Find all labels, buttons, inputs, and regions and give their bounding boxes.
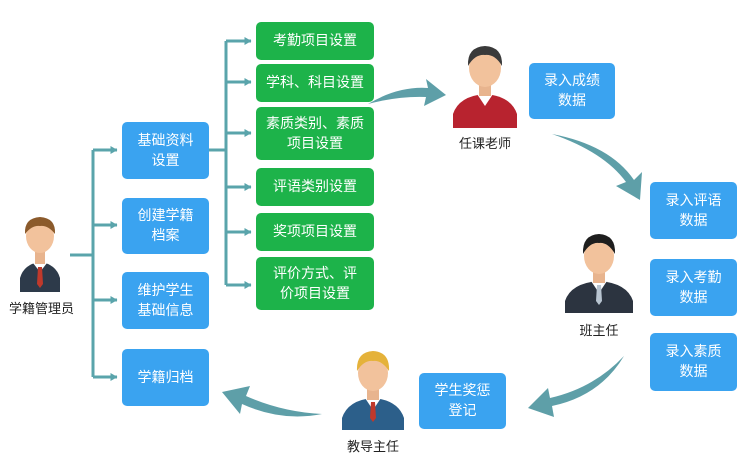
quality-setting-box[interactable]: 素质类别、素质 项目设置 — [256, 107, 374, 160]
attendance-setting-box[interactable]: 考勤项目设置 — [256, 22, 374, 60]
admin-label: 学籍管理员 — [8, 302, 74, 317]
create-record-box[interactable]: 创建学籍 档案 — [122, 198, 209, 254]
basic-data-setup-box[interactable]: 基础资料 设置 — [122, 122, 209, 179]
enter-comments-box[interactable]: 录入评语 数据 — [650, 182, 737, 239]
enter-scores-box[interactable]: 录入成绩 数据 — [529, 63, 615, 119]
maintain-info-box[interactable]: 维护学生 基础信息 — [122, 272, 209, 329]
enter-attendance-box[interactable]: 录入考勤 数据 — [650, 259, 737, 316]
record-archive-box[interactable]: 学籍归档 — [122, 349, 209, 406]
subject-teacher-label: 任课老师 — [458, 137, 511, 152]
evaluation-setting-box[interactable]: 评价方式、评 价项目设置 — [256, 257, 374, 310]
subject-teacher-avatar — [451, 42, 519, 130]
admin-avatar — [14, 212, 66, 294]
comment-category-box[interactable]: 评语类别设置 — [256, 168, 374, 206]
class-teacher-avatar — [563, 231, 635, 315]
dean-avatar — [340, 350, 406, 432]
subject-setting-box[interactable]: 学科、科目设置 — [256, 64, 374, 102]
enter-quality-box[interactable]: 录入素质 数据 — [650, 333, 737, 391]
class-teacher-label: 班主任 — [579, 324, 619, 339]
award-setting-box[interactable]: 奖项项目设置 — [256, 213, 374, 251]
dean-label: 教导主任 — [346, 440, 399, 455]
reward-punishment-box[interactable]: 学生奖惩 登记 — [419, 373, 506, 429]
